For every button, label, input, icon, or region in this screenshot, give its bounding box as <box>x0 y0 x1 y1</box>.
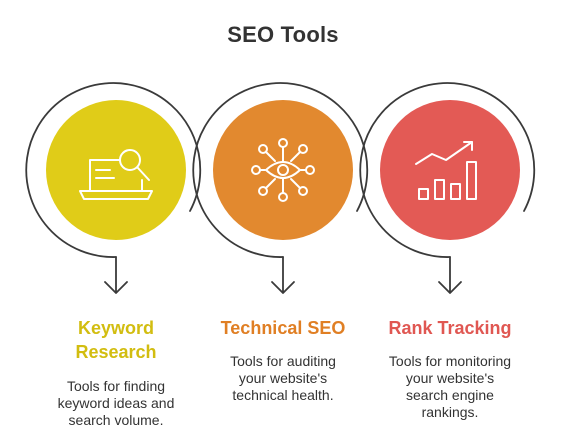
technical-seo-title-line1: Technical SEO <box>220 318 346 338</box>
keyword-research-desc-line2: keyword ideas and <box>57 395 175 411</box>
keyword-research-title: Keyword Research <box>36 316 196 364</box>
keyword-research-circle <box>46 100 186 240</box>
technical-seo-circle <box>213 100 353 240</box>
keyword-research-desc-line3: search volume. <box>68 412 164 428</box>
connector-arrow-technical <box>271 256 295 294</box>
diagram-title: SEO Tools <box>227 22 339 47</box>
rank-tracking-title-line1: Rank Tracking <box>388 318 512 338</box>
keyword-research-title-line1: Keyword <box>77 318 155 338</box>
laptop-magnifier-icon <box>79 149 153 200</box>
connector-arrow-keyword <box>104 256 128 294</box>
connector-arrow-rank <box>438 256 462 294</box>
rank-tracking-description: Tools for monitoring your website's sear… <box>360 353 540 421</box>
rank-tracking-desc-line2: your website's <box>405 370 495 386</box>
rank-tracking-desc-line4: rankings. <box>421 404 479 420</box>
keyword-research-description: Tools for finding keyword ideas and sear… <box>26 378 206 429</box>
ring-outline-keyword <box>25 82 202 258</box>
rank-tracking-desc-line3: search engine <box>406 387 494 403</box>
eye-network-icon <box>251 138 315 202</box>
rank-tracking-circle <box>380 100 520 240</box>
rank-tracking-title: Rank Tracking <box>365 316 535 340</box>
keyword-research-title-line2: Research <box>75 342 157 362</box>
technical-seo-description: Tools for auditing your website's techni… <box>193 353 373 404</box>
keyword-research-desc-line1: Tools for finding <box>66 378 166 394</box>
technical-seo-desc-line3: technical health. <box>232 387 334 403</box>
ring-outline-technical <box>192 82 369 258</box>
ring-outline-rank <box>359 82 536 258</box>
technical-seo-desc-line1: Tools for auditing <box>230 353 336 369</box>
rank-tracking-desc-line1: Tools for monitoring <box>388 353 512 369</box>
technical-seo-title: Technical SEO <box>198 316 368 340</box>
rising-bar-chart-icon <box>415 141 477 200</box>
technical-seo-desc-line2: your website's <box>238 370 328 386</box>
